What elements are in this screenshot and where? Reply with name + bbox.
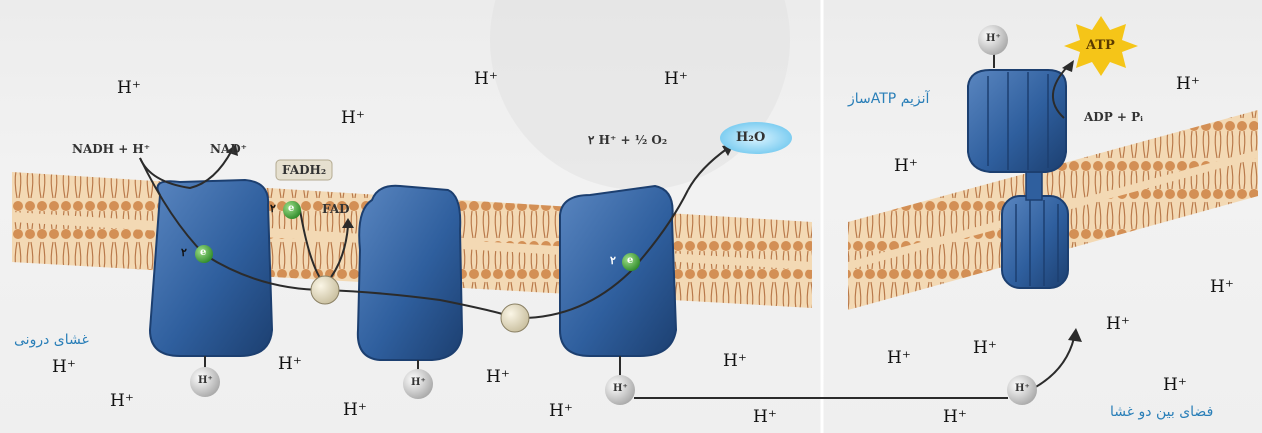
proton-sphere-label: H⁺ [411, 378, 426, 388]
watermark-shape [490, 0, 790, 190]
protein-complex-3 [560, 186, 676, 356]
h-plus-label: H⁺ [343, 402, 367, 419]
h-plus-label: H⁺ [549, 403, 573, 420]
h-plus-label: H⁺ [887, 350, 911, 367]
nadh-label: NADH + H⁺ [72, 143, 150, 155]
h-plus-label: H⁺ [474, 71, 498, 88]
h-plus-label: H⁺ [486, 369, 510, 386]
inner-membrane-label: غشای درونی [14, 333, 89, 347]
electron-symbol-label: e [200, 248, 206, 258]
fad-label: FAD [322, 203, 350, 215]
proton-sphere-label: H⁺ [1015, 384, 1030, 394]
h-plus-label: H⁺ [723, 353, 747, 370]
proton-return-arrow-head [1068, 328, 1082, 342]
h-plus-label: H⁺ [52, 359, 76, 376]
h-plus-label: H⁺ [1163, 377, 1187, 394]
h-plus-label: H⁺ [117, 80, 141, 97]
electron-symbol-label: e [288, 204, 294, 214]
nad-label: NAD⁺ [210, 143, 247, 155]
electron-count-label: ۲ [270, 203, 276, 214]
h-plus-label: H⁺ [341, 110, 365, 127]
h-plus-label: H⁺ [1106, 316, 1130, 333]
fadh2-label: FADH₂ [282, 164, 326, 176]
electron-count-label: ۲ [181, 247, 187, 258]
protein-complex-1 [150, 180, 272, 356]
electron-count-label: ۲ [610, 255, 616, 266]
h-plus-label: H⁺ [943, 409, 967, 426]
atp-synthase-label: آنزیم ATPساز [848, 92, 929, 106]
adp-label: ADP + Pᵢ [1084, 111, 1143, 123]
water-label: H₂O [736, 131, 765, 144]
h-plus-label: H⁺ [973, 340, 997, 357]
electron-symbol-label: e [627, 256, 633, 266]
proton-sphere-label: H⁺ [198, 376, 213, 386]
h-plus-label: H⁺ [894, 158, 918, 175]
h-plus-label: H⁺ [753, 409, 777, 426]
h-plus-label: H⁺ [1176, 76, 1200, 93]
protein-complex-2 [358, 186, 462, 360]
h-plus-label: H⁺ [664, 71, 688, 88]
h-plus-label: H⁺ [110, 393, 134, 410]
proton-sphere-label: H⁺ [986, 34, 1001, 44]
proton-return-arrow [1034, 338, 1074, 388]
oxygen-equation-label: ۲ H⁺ + ½ O₂ [588, 134, 667, 146]
proton-sphere-label: H⁺ [613, 384, 628, 394]
intermembrane-space-label: فضای بین دو غشا [1110, 405, 1213, 419]
carrier-cytochrome [501, 304, 529, 332]
h-plus-label: H⁺ [278, 356, 302, 373]
h-plus-label: H⁺ [1210, 279, 1234, 296]
carrier-ubiquinone [311, 276, 339, 304]
atp-label: ATP [1086, 39, 1115, 52]
